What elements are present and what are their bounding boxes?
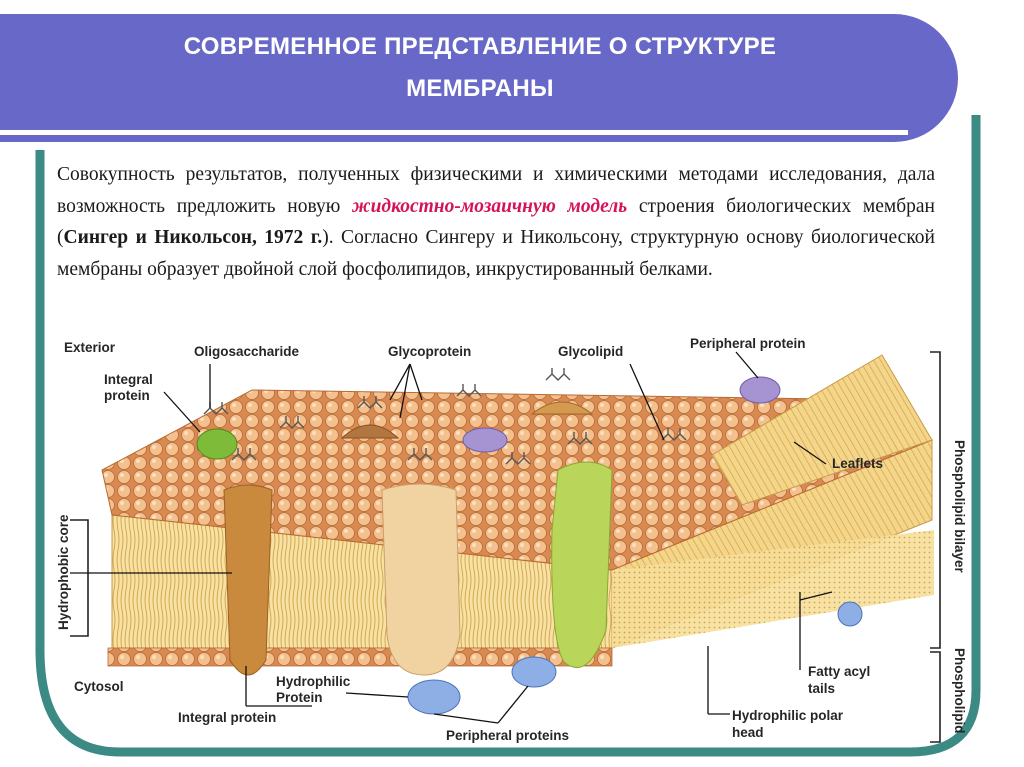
membrane-diagram: Exterior Oligosaccharide Glycoprotein Gl… [56,336,967,743]
label-hydrophilic-protein-2: Protein [276,690,323,705]
label-hydrophilic-polar-head-2: head [732,725,764,740]
banner-rule [0,130,908,135]
body-text-3: ). Согласно Сингеру и Никольсону, структ… [57,227,935,280]
peripheral-protein-blue-1 [407,679,461,715]
peripheral-protein-top [739,376,781,404]
label-integral-protein-top-2: protein [104,388,150,403]
label-integral-protein-top-1: Integral [104,372,153,387]
peripheral-protein-blue-3 [837,601,863,627]
sugar-chains [203,368,687,465]
label-integral-protein-bottom: Integral protein [178,710,276,725]
label-phospholipid: Phospholipid [952,648,967,734]
body-text-1: Совокупность результатов, полученных физ… [57,164,935,217]
label-hydrophobic-core: Hydrophobic core [56,514,71,630]
label-hydrophilic-polar-head-1: Hydrophilic polar [732,708,844,723]
peripheral-protein-blue-2 [511,656,557,688]
label-peripheral-proteins: Peripheral proteins [446,728,569,743]
label-phospholipid-bilayer: Phospholipid bilayer [952,440,967,574]
integral-protein-green [551,461,613,668]
highlighted-model-name: жидкостно-мозаичную модель [352,195,628,217]
label-glycoprotein: Glycoprotein [388,344,471,359]
integral-protein-green-top [196,428,238,460]
label-fatty-acyl-tails-2: tails [808,681,835,696]
integral-protein-brown [223,484,273,676]
slide-title: СОВРЕМЕННОЕ ПРЕДСТАВЛЕНИЕ О СТРУКТУРЕ МЕ… [30,26,930,110]
label-fatty-acyl-tails-1: Fatty acyl [808,664,870,679]
glycoprotein-cap-2 [530,401,594,415]
title-banner [0,14,958,142]
label-oligosaccharide: Oligosaccharide [194,344,300,359]
glycoprotein-cap-1 [340,424,400,439]
hydrophilic-protein-tan [381,483,461,676]
body-text-2: строения биологических мембран ( [57,195,935,249]
citation-authors: Сингер и Никольсон, 1972 г. [63,227,323,248]
leader-lines [70,351,833,724]
label-cytosol: Cytosol [74,679,124,694]
purple-protein-1 [462,427,508,453]
label-exterior: Exterior [64,340,116,355]
label-glycolipid: Glycolipid [558,344,623,359]
label-leaflets: Leaflets [832,456,883,471]
label-hydrophilic-protein-1: Hydrophilic [276,674,351,689]
brackets [70,351,941,743]
label-peripheral-protein: Peripheral protein [690,336,806,351]
body-paragraph: Совокупность результатов, полученных физ… [57,159,935,285]
slide-title-line-2: МЕМБРАНЫ [406,75,554,102]
slide-title-line-1: СОВРЕМЕННОЕ ПРЕДСТАВЛЕНИЕ О СТРУКТУРЕ [183,33,777,60]
